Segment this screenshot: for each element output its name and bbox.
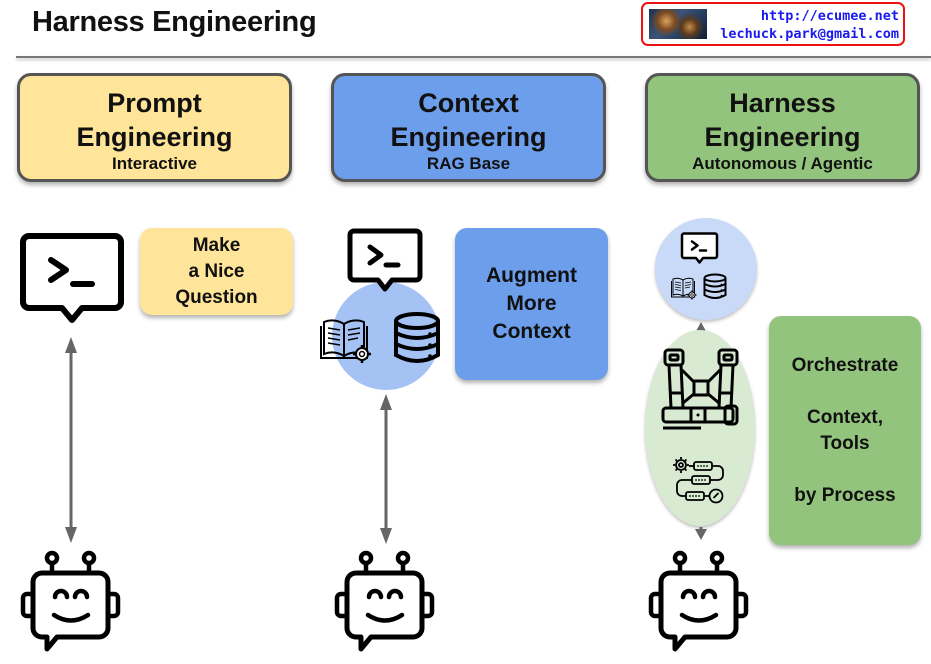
book-gear-icon [319,319,373,365]
bidirectional-arrow [65,337,77,543]
prompt-engineering-header: Prompt Engineering Interactive [17,73,292,182]
note-line: Orchestrate [791,354,899,376]
database-icon [703,273,727,299]
note-line: Context [492,320,571,343]
book-gear-icon [670,277,698,301]
column-title-line1: Context [418,88,519,118]
page-title: Harness Engineering [32,6,317,38]
note-line: by Process [794,484,896,506]
note-line: Augment [486,264,577,287]
column-title-line2: Engineering [76,122,233,152]
harness-icon [661,348,739,430]
workflow-icon [673,457,724,504]
column-title-line1: Prompt [107,88,202,118]
terminal-prompt-icon [20,233,124,323]
robot-chat-icon [17,550,125,654]
email-link[interactable]: lechuck.park@gmail.com [720,26,899,42]
note-line: a Nice [188,260,245,282]
arrow-down-head [695,527,707,540]
terminal-prompt-icon [348,228,424,292]
column-title-line2: Engineering [390,122,547,152]
note-line: More [506,292,557,315]
note-line: Context, [807,406,883,428]
note-line: Question [175,286,258,308]
author-thumbnail [649,9,707,39]
column-title-line1: Harness [729,88,836,118]
context-engineering-header: Context Engineering RAG Base [331,73,606,182]
column-subtitle: Autonomous / Agentic [692,154,873,173]
contact-badge: http://ecumee.net lechuck.park@gmail.com [641,2,905,46]
note-augment-more-context: Augment More Context [455,228,608,380]
note-line: Tools [820,432,870,454]
website-link[interactable]: http://ecumee.net [760,8,899,24]
database-icon [394,312,440,363]
header-divider [16,56,931,58]
robot-chat-icon [645,550,753,654]
note-line: Make [192,234,241,256]
column-subtitle: RAG Base [426,154,511,173]
note-orchestrate: Orchestrate Context, Tools by Process [769,316,921,545]
column-subtitle: Interactive [111,154,198,173]
note-make-nice-question: Make a Nice Question [140,228,293,315]
terminal-prompt-icon [680,232,719,264]
harness-engineering-header: Harness Engineering Autonomous / Agentic [645,73,920,182]
bidirectional-arrow [380,394,392,544]
robot-chat-icon [331,550,439,654]
column-title-line2: Engineering [704,122,861,152]
